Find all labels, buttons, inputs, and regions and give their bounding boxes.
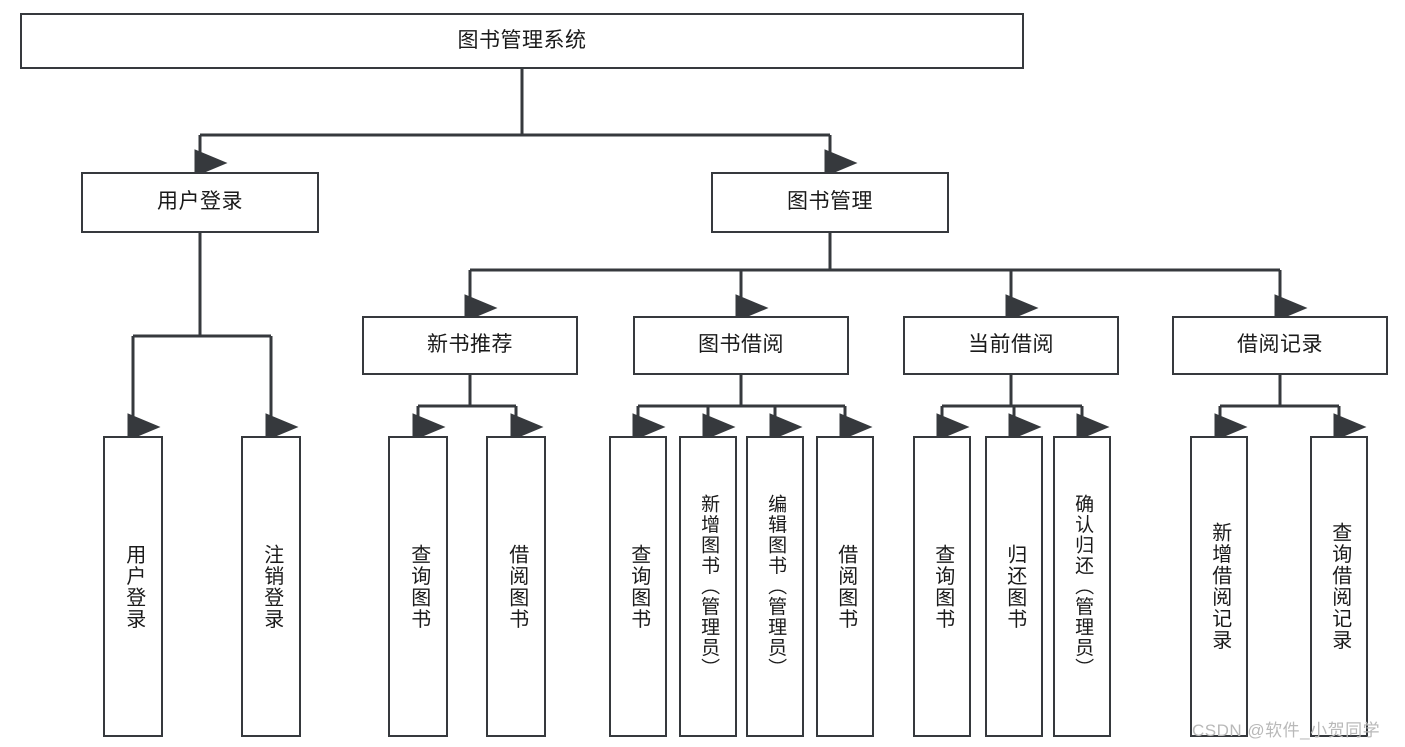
node-root-system[interactable]: 图书管理系统 — [20, 13, 1024, 69]
node-leaf-query-book-rec[interactable]: 查询图书 — [388, 436, 448, 737]
node-new-book-recommend[interactable]: 新书推荐 — [362, 316, 578, 375]
node-book-management[interactable]: 图书管理 — [711, 172, 949, 233]
node-leaf-query-book[interactable]: 查询图书 — [609, 436, 667, 737]
node-current-borrow[interactable]: 当前借阅 — [903, 316, 1119, 375]
node-book-borrow[interactable]: 图书借阅 — [633, 316, 849, 375]
node-leaf-logout[interactable]: 注销登录 — [241, 436, 301, 737]
node-leaf-query-borrow-record[interactable]: 查询借阅记录 — [1310, 436, 1368, 737]
node-borrow-record[interactable]: 借阅记录 — [1172, 316, 1388, 375]
node-leaf-edit-book-admin[interactable]: 编辑图书（管理员） — [746, 436, 804, 737]
node-leaf-return-book[interactable]: 归还图书 — [985, 436, 1043, 737]
csdn-watermark: CSDN @软件_小贺同学 — [1192, 721, 1381, 740]
node-leaf-user-login[interactable]: 用户登录 — [103, 436, 163, 737]
node-leaf-borrow-book[interactable]: 借阅图书 — [816, 436, 874, 737]
node-leaf-query-book-current[interactable]: 查询图书 — [913, 436, 971, 737]
node-user-login[interactable]: 用户登录 — [81, 172, 319, 233]
node-leaf-borrow-book-rec[interactable]: 借阅图书 — [486, 436, 546, 737]
node-leaf-add-book-admin[interactable]: 新增图书（管理员） — [679, 436, 737, 737]
node-leaf-confirm-return-admin[interactable]: 确认归还（管理员） — [1053, 436, 1111, 737]
node-leaf-add-borrow-record[interactable]: 新增借阅记录 — [1190, 436, 1248, 737]
